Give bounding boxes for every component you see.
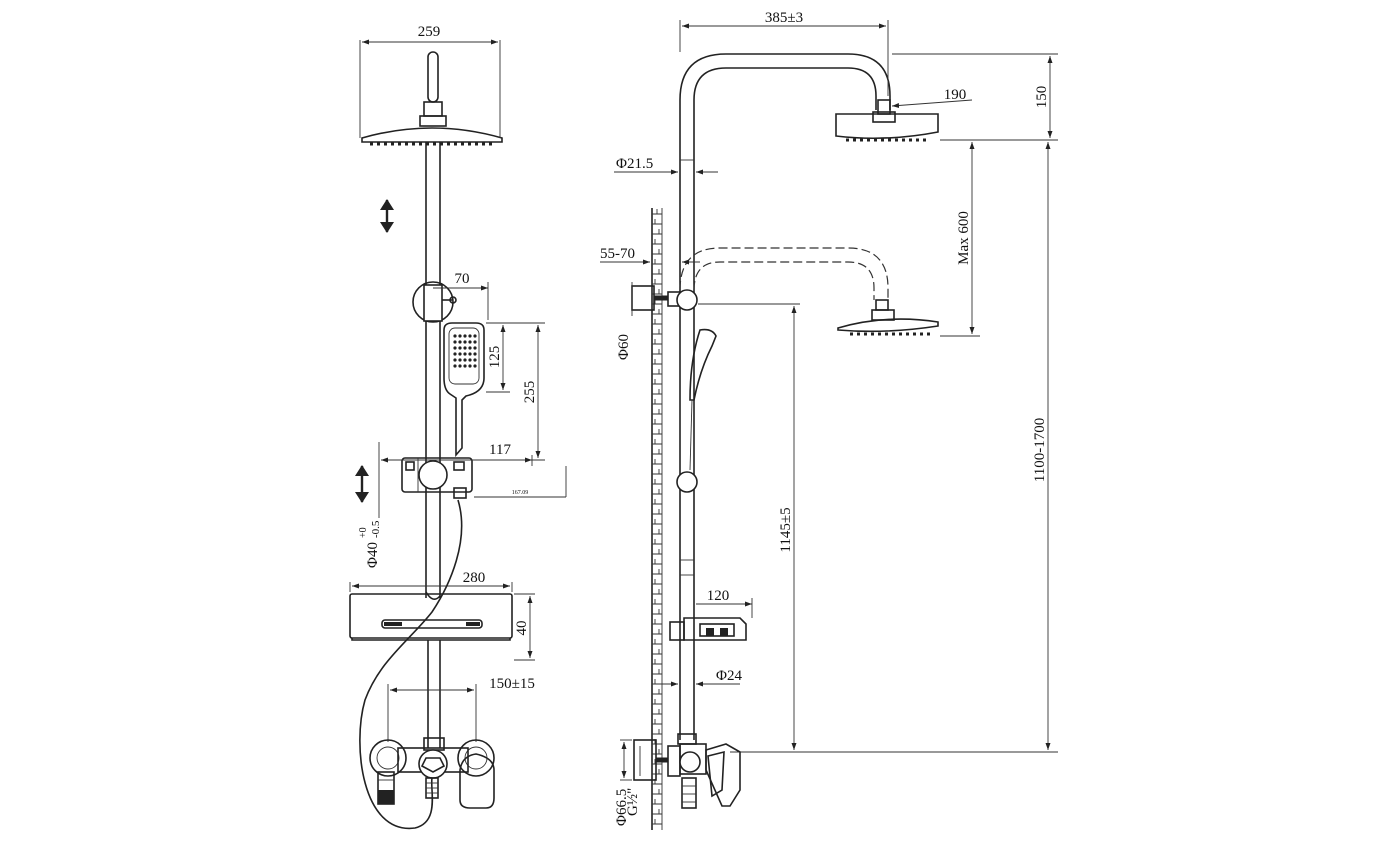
dim-bar-diameter: Φ40 +0 -0.5 [358, 520, 382, 568]
front-view: 259 70 [349, 24, 567, 829]
dim-max-travel: Max 600 [940, 142, 980, 337]
dim-shelf-width: 280 [349, 570, 513, 592]
front-shower-head [361, 51, 503, 146]
label-thread: G½" [625, 788, 641, 816]
dim-mixer-to-bracket: 1145±5 [698, 303, 800, 750]
dim-flange-diameter: Φ60 [616, 282, 633, 360]
label-bar-tol-lower: -0.5 [370, 520, 382, 538]
label-hand-total-len: 255 [522, 381, 538, 404]
label-small-note: 167.09 [512, 490, 529, 496]
side-hand-shower [676, 328, 717, 493]
side-riser-arm [679, 53, 891, 740]
label-shelf-height: 40 [514, 621, 530, 636]
label-mixer-spacing: 150±15 [489, 676, 535, 692]
dim-escutcheon: Φ66.5 G½" [614, 739, 641, 826]
front-hand-shower [443, 322, 485, 458]
label-bar-tol-upper: +0 [358, 527, 369, 538]
side-shower-head-lower [679, 247, 939, 336]
label-lower-pipe-diameter: Φ24 [716, 668, 742, 684]
label-wall-gap: 55-70 [600, 246, 635, 262]
dim-head-height: 150 [892, 53, 1058, 141]
dim-hand-head-len: 125 [486, 322, 510, 393]
dim-holder-offset: 117 [378, 442, 533, 518]
front-riser-pipe [425, 142, 441, 748]
dim-handle-offset: 70 [433, 271, 489, 320]
label-bar-diameter: Φ40 [365, 542, 381, 568]
side-mixer [633, 733, 741, 809]
side-view: 385±3 190 150 Φ21.5 55-70 [600, 10, 1058, 830]
label-head-width: 259 [418, 24, 441, 40]
label-escutcheon-diameter: Φ66.5 [614, 789, 630, 826]
label-pipe-diameter: Φ21.5 [616, 156, 653, 172]
dim-hand-total-len: 255 [470, 322, 545, 461]
label-shelf-width: 280 [463, 570, 486, 586]
front-soap-shelf [349, 593, 513, 641]
dim-mixer-spacing: 150±15 [387, 676, 535, 742]
dim-head-diameter: 190 [891, 87, 973, 108]
label-head-diameter: 190 [944, 87, 967, 103]
label-handle-offset: 70 [455, 271, 470, 287]
dim-head-width: 259 [359, 24, 501, 138]
label-holder-offset: 117 [489, 442, 511, 458]
label-head-height: 150 [1034, 86, 1050, 109]
dim-shelf-height: 40 [514, 593, 535, 661]
label-total-height: 1100-1700 [1032, 418, 1048, 482]
front-diverter-bracket [412, 281, 457, 323]
side-wall-bracket [631, 285, 698, 311]
label-shelf-depth: 120 [707, 588, 730, 604]
side-soap-shelf [669, 617, 747, 641]
front-hand-holder [401, 457, 473, 499]
front-hose [359, 499, 463, 829]
dim-small-note: 167.09 [474, 466, 567, 498]
dim-wall-gap: 55-70 [600, 246, 700, 265]
label-hand-head-len: 125 [487, 346, 503, 369]
dim-total-height: 1100-1700 [730, 142, 1058, 753]
dim-arm-reach: 385±3 [679, 10, 889, 96]
side-shower-head-upper [835, 99, 939, 142]
dim-lower-pipe-diameter: Φ24 [652, 668, 742, 687]
dim-pipe-diameter: Φ21.5 [614, 156, 718, 175]
label-mixer-to-bracket: 1145±5 [778, 507, 794, 552]
label-flange-diameter: Φ60 [616, 334, 632, 360]
wall [651, 208, 663, 830]
front-mixer [369, 737, 495, 809]
label-arm-reach: 385±3 [765, 10, 803, 26]
spray-nozzles-icon [453, 334, 477, 368]
dim-shelf-depth: 120 [696, 588, 753, 618]
label-max-travel: Max 600 [956, 211, 972, 265]
